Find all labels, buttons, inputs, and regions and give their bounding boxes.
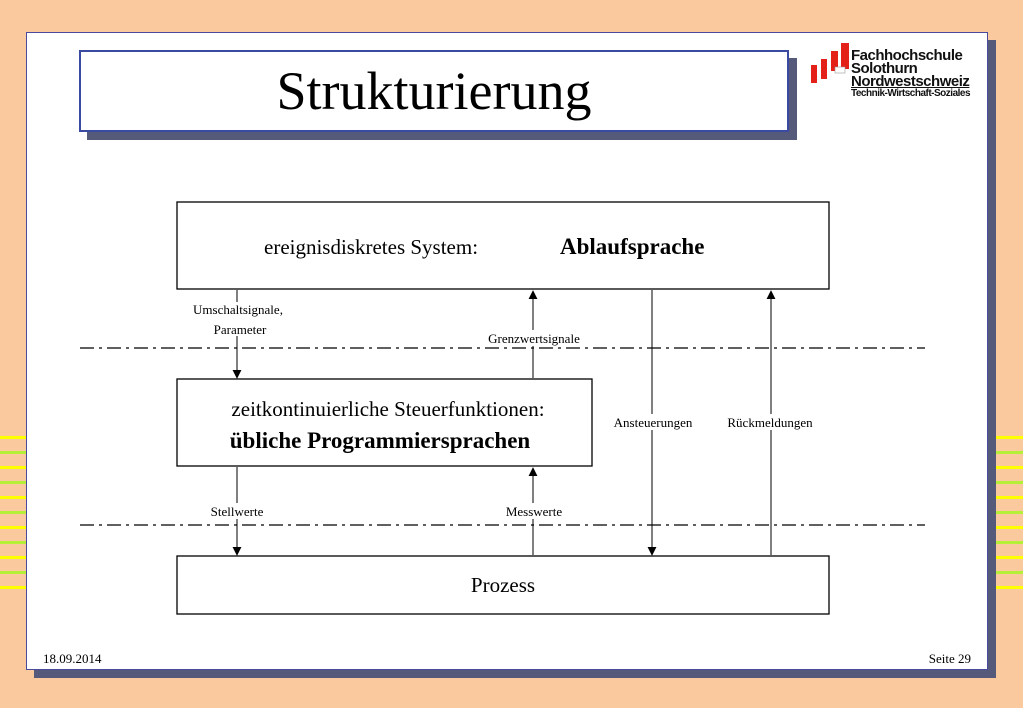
top-box-emphasis: Ablaufsprache bbox=[560, 234, 704, 259]
umschalt-label-bg bbox=[178, 302, 298, 336]
middle-box-emphasis: übliche Programmiersprachen bbox=[230, 428, 531, 453]
label-rueckmeldungen: Rückmeldungen bbox=[727, 415, 813, 430]
bottom-box-label: Prozess bbox=[471, 573, 535, 597]
messwerte-label-bg bbox=[496, 503, 572, 519]
middle-box-label: zeitkontinuierliche Steuerfunktionen: bbox=[231, 397, 544, 421]
label-grenzwertsignale: Grenzwertsignale bbox=[488, 331, 580, 346]
event-discrete-system-box bbox=[176, 201, 830, 290]
title-box: Strukturierung bbox=[79, 50, 789, 132]
right-stripes bbox=[995, 436, 1023, 606]
label-messwerte: Messwerte bbox=[506, 504, 563, 519]
grenzwert-label-bg bbox=[475, 330, 593, 346]
top-box-label: ereignisdiskretes System: bbox=[264, 235, 478, 259]
logo-line-2: Solothurn bbox=[851, 60, 918, 77]
rueckmeldungen-label-bg bbox=[716, 414, 824, 430]
logo-line-1: Fachhochschule bbox=[851, 47, 963, 64]
logo-line-4: Technik-Wirtschaft-Soziales bbox=[851, 88, 971, 99]
footer-date: 18.09.2014 bbox=[43, 651, 102, 666]
footer-page-number: Seite 29 bbox=[928, 651, 971, 666]
logo-line-3: Nordwestschweiz bbox=[851, 73, 970, 90]
continuous-control-box bbox=[176, 378, 593, 467]
label-ansteuerungen: Ansteuerungen bbox=[614, 415, 693, 430]
label-parameter: Parameter bbox=[214, 322, 267, 337]
left-stripes bbox=[0, 436, 28, 606]
label-stellwerte: Stellwerte bbox=[211, 504, 264, 519]
process-box bbox=[176, 555, 830, 615]
logo-mark-icon bbox=[811, 43, 849, 83]
ansteuerungen-label-bg bbox=[601, 414, 705, 430]
slide-title: Strukturierung bbox=[276, 61, 592, 121]
label-umschaltsignale: Umschaltsignale, bbox=[193, 302, 283, 317]
school-logo: Fachhochschule Solothurn Nordwestschweiz… bbox=[809, 41, 1009, 101]
stellwerte-label-bg bbox=[200, 503, 274, 519]
logo-text: Fachhochschule Solothurn Nordwestschweiz… bbox=[851, 47, 971, 99]
